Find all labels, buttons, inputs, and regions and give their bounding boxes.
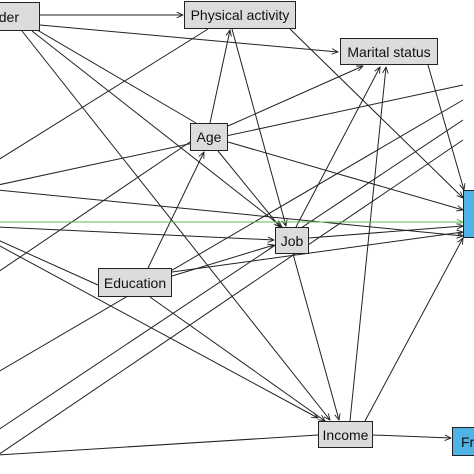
gender-node: nder (0, 2, 40, 31)
edge-income-to-outcome-bottom (372, 434, 451, 438)
edge-job-to-marital-status (295, 67, 380, 228)
edge-age-to-marital-status (227, 65, 363, 127)
gender-label: nder (0, 8, 20, 25)
edge-physical-activity-to-outcome (289, 28, 463, 198)
edge-education-to-age (147, 152, 204, 269)
job-label: Job (280, 232, 304, 249)
edge-age-to-outcome (227, 141, 463, 210)
edge-gender-to-income (21, 30, 330, 420)
edge-education-out-left (0, 240, 99, 286)
age-label: Age (196, 129, 222, 145)
age-node: Age (190, 123, 228, 151)
edge-job-to-outcome (308, 226, 463, 239)
outcome-node-bottom: Fr (452, 427, 474, 456)
edge-gender-to-job (31, 30, 282, 227)
edge-left-to-income (0, 245, 318, 418)
edge-gender-to-marital-status (39, 24, 338, 52)
edge-physical-activity-out-left (0, 28, 209, 160)
edge-left-to-outcome-low (0, 119, 464, 430)
edge-left-to-job (0, 226, 274, 240)
edge-age-to-job (217, 150, 280, 227)
income-node: Income (318, 421, 373, 448)
education-node: Education (98, 268, 172, 297)
edge-income-to-marital-status (349, 67, 386, 422)
edge-job-to-income (292, 253, 339, 420)
edge-education-to-outcome (171, 232, 463, 273)
outcome-node-right: M (463, 190, 474, 238)
job-node: Job (275, 227, 309, 254)
edge-left-to-outcome-top (0, 84, 464, 186)
outcome-bottom-label: Fr (461, 433, 474, 450)
physical-activity-label: Physical activity (190, 7, 290, 23)
edge-education-to-job (171, 245, 274, 277)
edge-marital-status-to-outcome (427, 64, 464, 190)
marital-status-node: Marital status (340, 38, 438, 65)
edge-left-to-outcome-mid (0, 99, 464, 372)
edge-left-to-outcome (0, 189, 463, 236)
edge-left-to-outcome-lower (0, 139, 464, 455)
edge-age-out-left-bottom (0, 141, 191, 272)
edge-education-to-income (149, 296, 325, 421)
edge-income-out-left (0, 434, 319, 456)
marital-status-label: Marital status (347, 43, 431, 60)
edge-physical-activity-to-job (231, 28, 286, 226)
edge-income-to-outcome (364, 238, 463, 422)
edge-age-to-physical-activity (209, 30, 230, 124)
income-label: Income (322, 426, 369, 443)
education-label: Education (103, 274, 167, 291)
physical-activity-node: Physical activity (184, 1, 296, 29)
